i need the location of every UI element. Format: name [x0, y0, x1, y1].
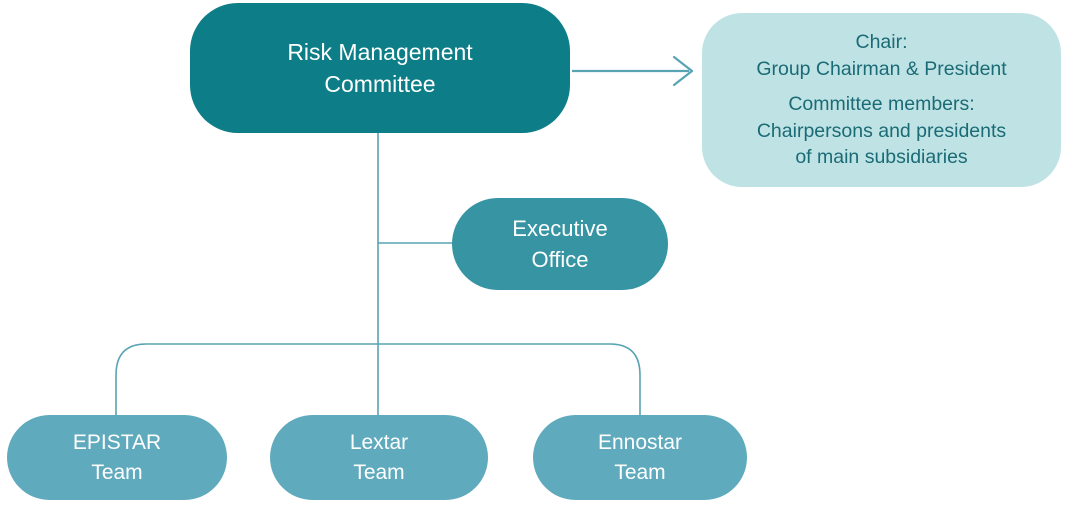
risk-management-committee-label: Risk Management Committee — [287, 39, 473, 97]
teams-bracket-line — [115, 343, 641, 416]
node-ennostar-team: Ennostar Team — [533, 415, 747, 500]
node-epistar-team: EPISTAR Team — [7, 415, 227, 500]
lextar-team-label: Lextar Team — [349, 430, 409, 484]
arrow-right-icon — [672, 55, 694, 87]
epistar-team-label: EPISTAR Team — [72, 430, 162, 484]
ennostar-team-label: Ennostar Team — [597, 430, 683, 484]
executive-office-label: Executive Office — [512, 216, 608, 272]
node-lextar-team: Lextar Team — [270, 415, 488, 500]
chair-info-members-paragraph: Committee members: Chairpersons and pres… — [756, 93, 1007, 169]
chair-info-chair-paragraph: Chair: Group Chairman & President — [756, 31, 1007, 80]
node-chair-info: Chair: Group Chairman & President Commit… — [702, 13, 1061, 187]
node-executive-office: Executive Office — [452, 198, 668, 290]
node-risk-management-committee: Risk Management Committee — [190, 3, 570, 133]
